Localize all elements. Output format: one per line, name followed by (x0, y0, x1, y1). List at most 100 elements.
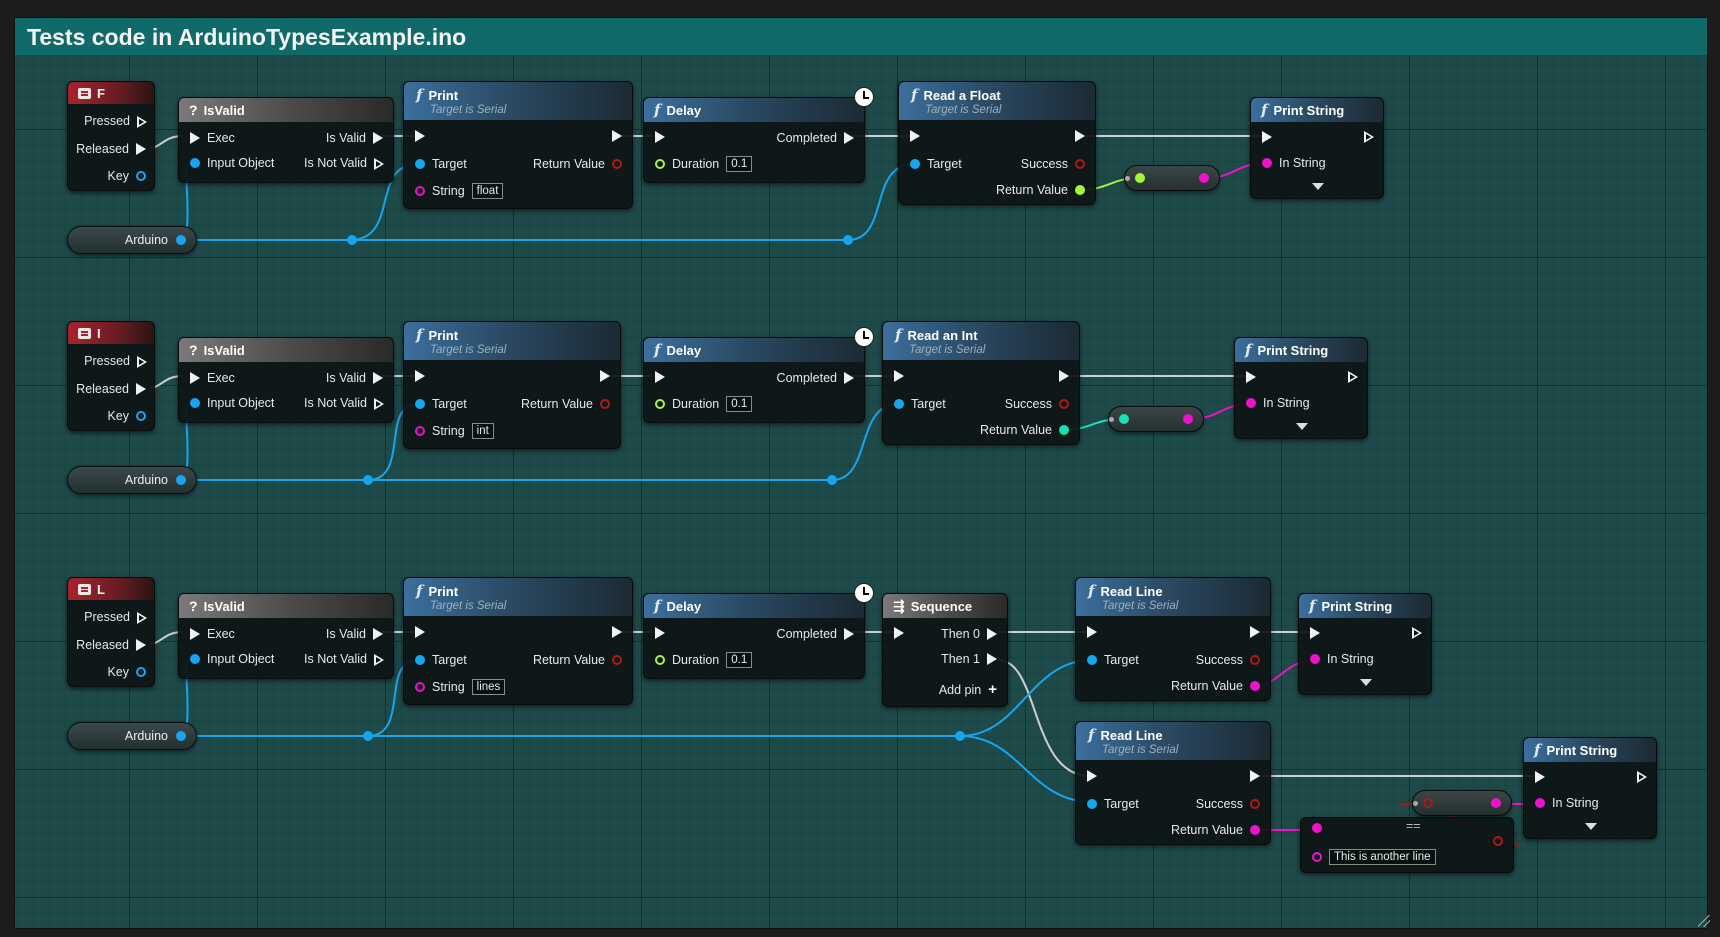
exec-out-pin[interactable] (1637, 771, 1647, 783)
pressed-pin[interactable]: Pressed (84, 610, 147, 624)
success-pin[interactable]: Success (1005, 397, 1069, 411)
exec-out-pin[interactable] (1364, 131, 1374, 143)
arduino-variable[interactable]: Arduino (67, 226, 197, 254)
target-pin[interactable]: Target (1087, 653, 1139, 667)
return-value-pin[interactable]: Return Value (1171, 823, 1260, 837)
input-object-pin[interactable]: Input Object (190, 156, 274, 170)
target-pin[interactable]: Target (1087, 797, 1139, 811)
target-pin[interactable]: Target (894, 397, 946, 411)
append-value-field[interactable]: This is another line (1329, 849, 1436, 865)
exec-in-pin[interactable] (1262, 131, 1272, 143)
is-not-valid-pin[interactable]: Is Not Valid (304, 156, 384, 170)
is-valid-pin[interactable]: Is Valid (326, 131, 383, 145)
success-pin[interactable]: Success (1196, 797, 1260, 811)
return-value-pin[interactable] (1493, 836, 1503, 846)
exec-in-pin[interactable] (1310, 627, 1320, 639)
target-pin[interactable]: Target (415, 157, 467, 171)
exec-in-pin[interactable] (655, 371, 665, 383)
released-pin[interactable]: Released (76, 638, 146, 652)
add-pin-button[interactable]: Add pin+ (938, 681, 997, 698)
exec-in-pin[interactable] (655, 627, 665, 639)
target-pin[interactable]: Target (415, 653, 467, 667)
exec-out-pin[interactable] (1250, 626, 1260, 638)
string-value-field[interactable]: lines (471, 679, 506, 695)
resize-handle-icon[interactable] (1698, 915, 1710, 927)
arduino-variable[interactable]: Arduino (67, 722, 197, 750)
exec-out-pin[interactable] (1412, 627, 1422, 639)
success-pin[interactable]: Success (1021, 157, 1085, 171)
exec-in-pin[interactable] (1087, 626, 1097, 638)
isvalid-node[interactable]: ?IsValid Exec Input Object Is Valid Is N… (178, 97, 394, 183)
exec-out-pin[interactable] (1075, 130, 1085, 142)
input-object-pin[interactable]: Input Object (190, 396, 274, 410)
float-to-string-node[interactable] (1124, 165, 1220, 191)
exec-out-pin[interactable] (1059, 370, 1069, 382)
sequence-node[interactable]: ⇶Sequence Then 0 Then 1 Add pin+ (882, 593, 1008, 707)
duration-value-field[interactable]: 0.1 (726, 396, 753, 412)
exec-in-pin[interactable] (415, 626, 425, 638)
exec-in-pin[interactable] (1087, 770, 1097, 782)
reroute-string-node[interactable] (1412, 790, 1512, 816)
return-value-pin[interactable]: Return Value (980, 423, 1069, 437)
is-not-valid-pin[interactable]: Is Not Valid (304, 396, 384, 410)
in-string-pin[interactable]: In String (1246, 396, 1310, 410)
is-not-valid-pin[interactable]: Is Not Valid (304, 652, 384, 666)
key-event-node[interactable]: I Pressed Released Key (67, 321, 155, 431)
exec-in-pin[interactable] (415, 130, 425, 142)
isvalid-node[interactable]: ?IsValid Exec Input Object Is Valid Is N… (178, 593, 394, 679)
int-to-string-node[interactable] (1108, 406, 1204, 432)
expand-chevron-icon[interactable] (1296, 423, 1308, 430)
is-valid-pin[interactable]: Is Valid (326, 371, 383, 385)
expand-chevron-icon[interactable] (1585, 823, 1597, 830)
key-event-node[interactable]: F Pressed Released Key (67, 81, 155, 191)
string-b-pin[interactable]: This is another line (1312, 849, 1436, 865)
exec-in-pin[interactable] (1535, 771, 1545, 783)
completed-pin[interactable]: Completed (777, 371, 854, 385)
key-pin[interactable]: Key (107, 169, 146, 183)
return-value-pin[interactable]: Return Value (533, 157, 622, 171)
input-object-pin[interactable]: Input Object (190, 652, 274, 666)
return-value-pin[interactable]: Return Value (996, 183, 1085, 197)
in-string-pin[interactable]: In String (1535, 796, 1599, 810)
key-event-node[interactable]: L Pressed Released Key (67, 577, 155, 687)
completed-pin[interactable]: Completed (777, 627, 854, 641)
success-pin[interactable]: Success (1196, 653, 1260, 667)
pressed-pin[interactable]: Pressed (84, 354, 147, 368)
exec-out-pin[interactable] (1250, 770, 1260, 782)
exec-in-pin[interactable] (894, 370, 904, 382)
exec-out-pin[interactable] (1348, 371, 1358, 383)
in-string-pin[interactable]: In String (1262, 156, 1326, 170)
return-value-pin[interactable]: Return Value (521, 397, 610, 411)
target-pin[interactable]: Target (415, 397, 467, 411)
released-pin[interactable]: Released (76, 382, 146, 396)
in-string-pin[interactable]: In String (1310, 652, 1374, 666)
then0-pin[interactable]: Then 0 (941, 627, 997, 641)
exec-in-pin[interactable] (894, 627, 904, 639)
released-pin[interactable]: Released (76, 142, 146, 156)
exec-in-pin[interactable] (1246, 371, 1256, 383)
exec-out-pin[interactable] (612, 130, 622, 142)
exec-out-pin[interactable] (600, 370, 610, 382)
is-valid-pin[interactable]: Is Valid (326, 627, 383, 641)
string-value-field[interactable]: int (471, 423, 494, 439)
key-pin[interactable]: Key (107, 665, 146, 679)
pressed-pin[interactable]: Pressed (84, 114, 147, 128)
isvalid-node[interactable]: ?IsValid Exec Input Object Is Valid Is N… (178, 337, 394, 423)
exec-in-pin[interactable]: Exec (190, 627, 235, 641)
